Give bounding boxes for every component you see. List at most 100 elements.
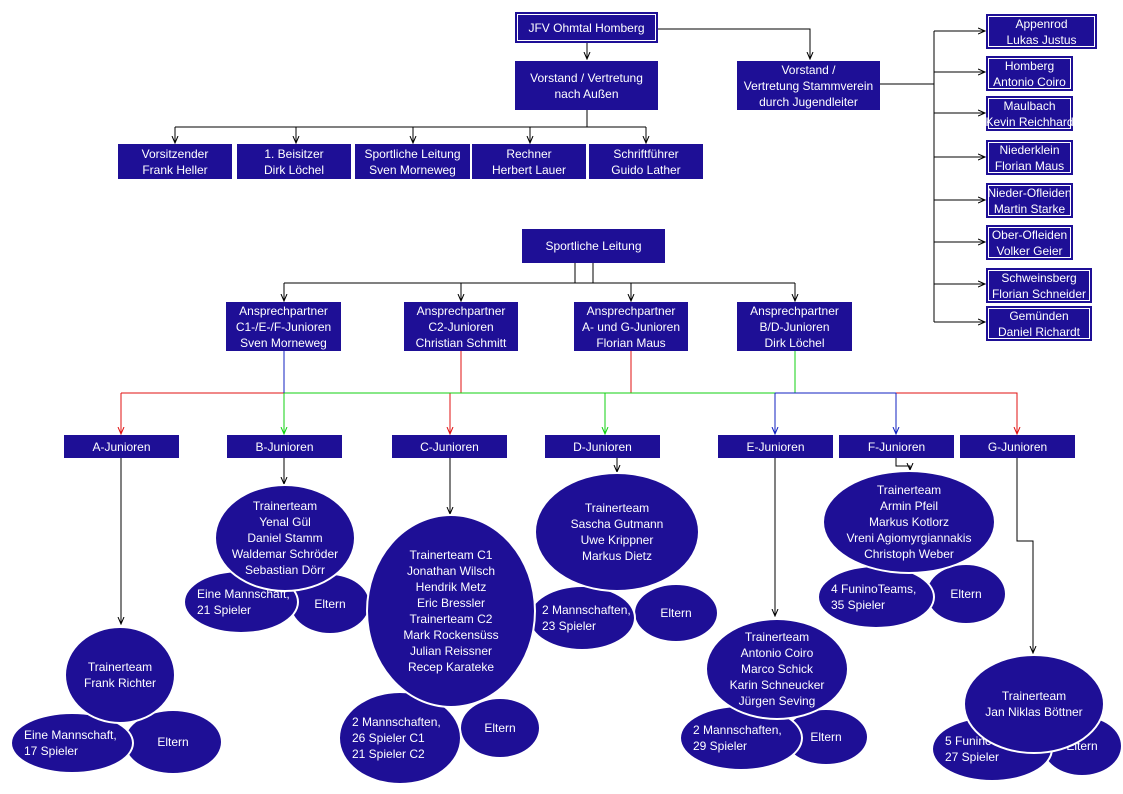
village-0-text: Appenrod (1015, 16, 1068, 31)
contact-3-text: Ansprechpartner (750, 303, 839, 318)
team-3-parents: Eltern (633, 583, 719, 643)
board-member-3-text: Herbert Lauer (491, 162, 567, 177)
link-board-members (174, 110, 647, 143)
village-3-text: Niederklein (999, 142, 1060, 157)
team-3-squad: 2 Mannschaften, 23 Spieler (528, 585, 636, 651)
contact-1-text: Ansprechpartner (416, 303, 506, 318)
team-2-squad-text: 2 Mannschaften, (352, 715, 441, 729)
team-1-text: B-Junioren (255, 439, 314, 454)
team-6-squad-text: 27 Spieler (945, 750, 1000, 764)
team-5-coaches-text: Vreni Agiomyrgiannakis (846, 531, 972, 545)
team-1-parents-text: Eltern (314, 597, 346, 611)
team-4-coaches-text: Jürgen Seving (738, 694, 816, 708)
team-1-coaches-text: Waldemar Schröder (231, 547, 339, 561)
village-2-text: Kevin Reichhard (985, 114, 1074, 129)
stammverein-box-text: durch Jugendleiter (759, 94, 858, 109)
team-2-coaches-text: Trainerteam C1 (409, 548, 493, 562)
board-box-text: Vorstand / Vertretung (530, 70, 643, 85)
board-member-1-text: 1. Beisitzer (264, 146, 324, 161)
contact-0-text: Ansprechpartner (239, 303, 328, 318)
team-5-squad-text: 35 Spieler (831, 598, 886, 612)
team-1-squad-text: 21 Spieler (197, 603, 252, 617)
village-2-text: Maulbach (1003, 98, 1056, 113)
team-2-coaches-text: Recep Karateke (407, 660, 495, 674)
sport-head-box-text: Sportliche Leitung (545, 239, 642, 253)
team-0-squad-text: 17 Spieler (24, 744, 79, 758)
team-1-squad-text: Eine Mannschaft, (197, 587, 290, 601)
team-3: D-Junioren (545, 435, 660, 458)
team-3-squad-text: 23 Spieler (542, 619, 597, 633)
team-5-squad: 4 FuninoTeams,35 Spieler (817, 565, 935, 629)
team-4-squad-text: 29 Spieler (693, 739, 748, 753)
team-5-parents: Eltern (925, 563, 1007, 625)
team-0-coaches-text: Frank Richter (83, 676, 157, 690)
club-box-text: JFV Ohmtal Homberg (528, 20, 645, 35)
contact-2-text: Florian Maus (596, 335, 666, 350)
team-3-coaches-text: Markus Dietz (581, 549, 652, 563)
contact-1-text: C2-Junioren (428, 319, 494, 334)
contact-3-text: Dirk Löchel (764, 335, 825, 350)
team-0-text: A-Junioren (92, 439, 151, 454)
team-6-coaches-text: Jan Niklas Böttner (985, 705, 1083, 719)
team-0-squad: Eine Mannschaft,17 Spieler (10, 712, 134, 774)
board-member-2-text: Sven Morneweg (369, 162, 456, 177)
contact-3-text: B/D-Junioren (759, 319, 830, 334)
team-2-parents-text: Eltern (484, 721, 516, 735)
team-3-coaches-text: Sascha Gutmann (570, 517, 664, 531)
team-6-coaches-text: Trainerteam (1001, 689, 1067, 703)
team-1-coaches-text: Yenal Gül (259, 515, 311, 529)
contact-2-text: Ansprechpartner (586, 303, 676, 318)
village-3-text: Florian Maus (994, 158, 1065, 173)
village-1-text: Homberg (1004, 58, 1055, 73)
team-5-coaches-text: Christoph Weber (864, 547, 954, 561)
team-3-squad-text: 2 Mannschaften, (542, 603, 631, 617)
stammverein-box-text: Vertretung Stammverein (743, 78, 874, 93)
link-green (284, 351, 796, 434)
team-5-coaches-text: Markus Kotlorz (868, 515, 950, 529)
board-member-3-text: Rechner (506, 146, 552, 161)
contact-2-text: A- und G-Junioren (581, 319, 681, 334)
team-4-coaches-text: Antonio Coiro (740, 646, 814, 660)
team-4: E-Junioren (718, 435, 833, 458)
board-member-0-text: Vorsitzender (141, 146, 209, 161)
team-2-coaches-text: Trainerteam C2 (409, 612, 493, 626)
board-member-2-text: Sportliche Leitung (364, 146, 461, 161)
stammverein-box-text: Vorstand / (781, 62, 836, 77)
club-box: JFV Ohmtal Homberg (515, 12, 658, 43)
village-5-text: Volker Geier (996, 243, 1063, 258)
team-2-squad-text: 21 Spieler C2 (352, 747, 425, 761)
team-4-coaches-text: Karin Schneucker (729, 678, 825, 692)
team-3-text: D-Junioren (573, 439, 632, 454)
contact-0-text: C1-/E-/F-Junioren (235, 319, 332, 334)
team-1-coaches-text: Sebastian Dörr (244, 563, 326, 577)
team-6: G-Junioren (960, 435, 1075, 458)
team-5-coaches-text: Trainerteam (876, 483, 942, 497)
village-6-text: Florian Schneider (991, 286, 1087, 301)
village-4-text: Martin Starke (993, 201, 1066, 216)
link-stammverein-villages (880, 31, 935, 322)
board-member-4-text: Schriftführer (613, 146, 679, 161)
sport-head-box: Sportliche Leitung (522, 229, 665, 263)
team-0-coaches-text: Trainerteam (87, 660, 153, 674)
team-2-coaches-text: Jonathan Wilsch (406, 564, 496, 578)
team-1: B-Junioren (227, 435, 342, 458)
village-5-text: Ober-Ofleiden (991, 227, 1068, 242)
team-2-coaches-text: Eric Bressler (416, 596, 485, 610)
team-5-parents-text: Eltern (950, 587, 982, 601)
team-2-squad-text: 26 Spieler C1 (352, 731, 425, 745)
